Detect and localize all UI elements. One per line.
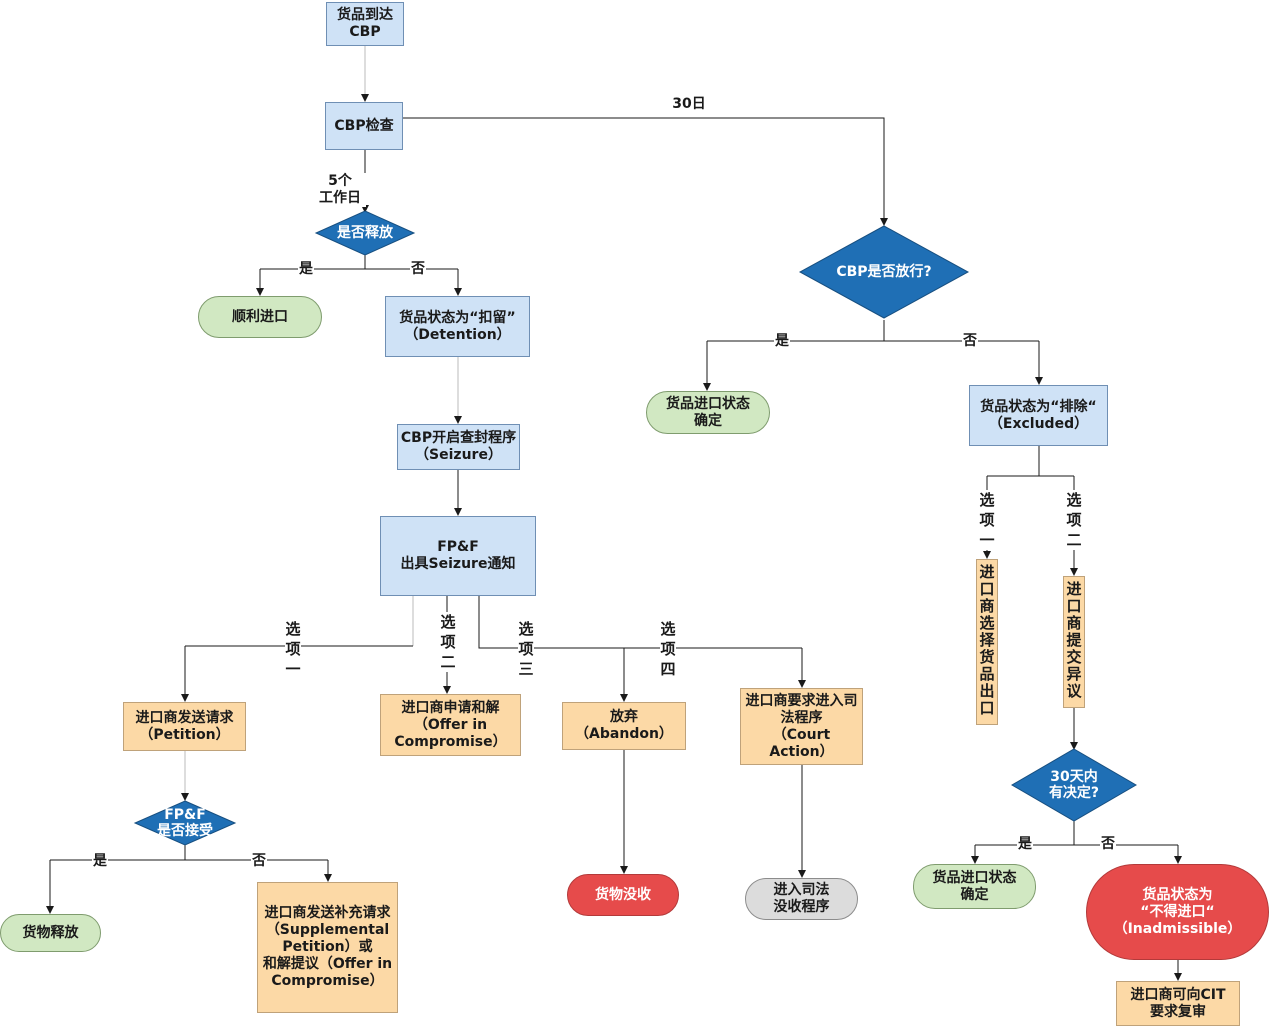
node-inadmissible: 货品状态为 “不得进口“ （Inadmissible） — [1086, 864, 1269, 960]
label-decision-30: 30天内 有决定? — [1048, 769, 1100, 801]
edge-label-no-3: 否 — [251, 853, 267, 870]
fpf-accept-decision-diamond — [133, 800, 237, 846]
edge-label-ex-option-2: 选项二 — [1066, 490, 1082, 550]
node-fpf-notice: FP&F 出具Seizure通知 — [380, 516, 536, 596]
decision-30-diamond — [1011, 748, 1137, 822]
node-goods-forfeit: 货物没收 — [567, 874, 679, 916]
node-court-action: 进口商要求进入司 法程序 （Court Action） — [740, 688, 863, 765]
edge-inspect-30days — [403, 117, 888, 226]
node-import-confirmed-2: 货品进口状态 确定 — [913, 864, 1036, 909]
edge-label-yes-1: 是 — [298, 261, 314, 278]
node-smooth-import: 顺利进口 — [198, 296, 322, 338]
node-export-choice: 进口商选择货品出口 — [976, 559, 998, 725]
edge-label-yes-4: 是 — [1017, 836, 1033, 853]
edge-label-no-1: 否 — [410, 261, 426, 278]
edge-label-option-1: 选项一 — [285, 619, 301, 679]
edge-label-option-2: 选项二 — [440, 612, 456, 672]
node-cit-review: 进口商可向CIT 要求复审 — [1116, 981, 1240, 1026]
node-seizure: CBP开启查封程序 （Seizure） — [397, 424, 520, 470]
node-detention: 货品状态为“扣留” （Detention） — [385, 296, 530, 357]
label-cbp-release: CBP是否放行? — [836, 264, 932, 280]
node-abandon: 放弃 （Abandon） — [562, 702, 686, 750]
node-protest: 进口商提交异议 — [1063, 576, 1085, 708]
edge-label-ex-option-1: 选项一 — [979, 490, 995, 550]
edge-label-yes-3: 是 — [92, 853, 108, 870]
node-goods-arrive: 货品到达 CBP — [326, 2, 404, 46]
edge-fpf-opt34 — [478, 596, 802, 649]
node-goods-released: 货物释放 — [0, 914, 101, 952]
release-decision-diamond — [314, 210, 416, 256]
node-petition: 进口商发送请求 （Petition） — [123, 702, 246, 751]
edge-label-option-4: 选项四 — [660, 619, 676, 679]
node-judicial-forfeit: 进入司法 没收程序 — [745, 878, 858, 920]
edge-label-30-days: 30日 — [672, 96, 706, 112]
label-release-decision: 是否释放 — [337, 225, 393, 241]
edge-label-5-workdays: 5个 工作日 — [314, 173, 366, 207]
node-supplemental-petition: 进口商发送补充请求 （Supplemental Petition）或 和解提议（… — [257, 882, 398, 1013]
cbp-release-decision-diamond — [798, 225, 970, 319]
label-fpf-accept: FP&F 是否接受 — [157, 807, 213, 839]
node-import-confirmed-1: 货品进口状态 确定 — [646, 391, 770, 434]
edge-label-no-4: 否 — [1100, 836, 1116, 853]
edge-label-option-3: 选项三 — [518, 619, 534, 679]
node-offer-compromise: 进口商申请和解 （Offer in Compromise） — [380, 694, 521, 756]
node-cbp-inspect: CBP检查 — [325, 102, 403, 150]
node-excluded: 货品状态为“排除“ （Excluded） — [969, 385, 1108, 446]
edge-label-yes-2: 是 — [774, 333, 790, 350]
edge-label-no-2: 否 — [962, 333, 978, 350]
